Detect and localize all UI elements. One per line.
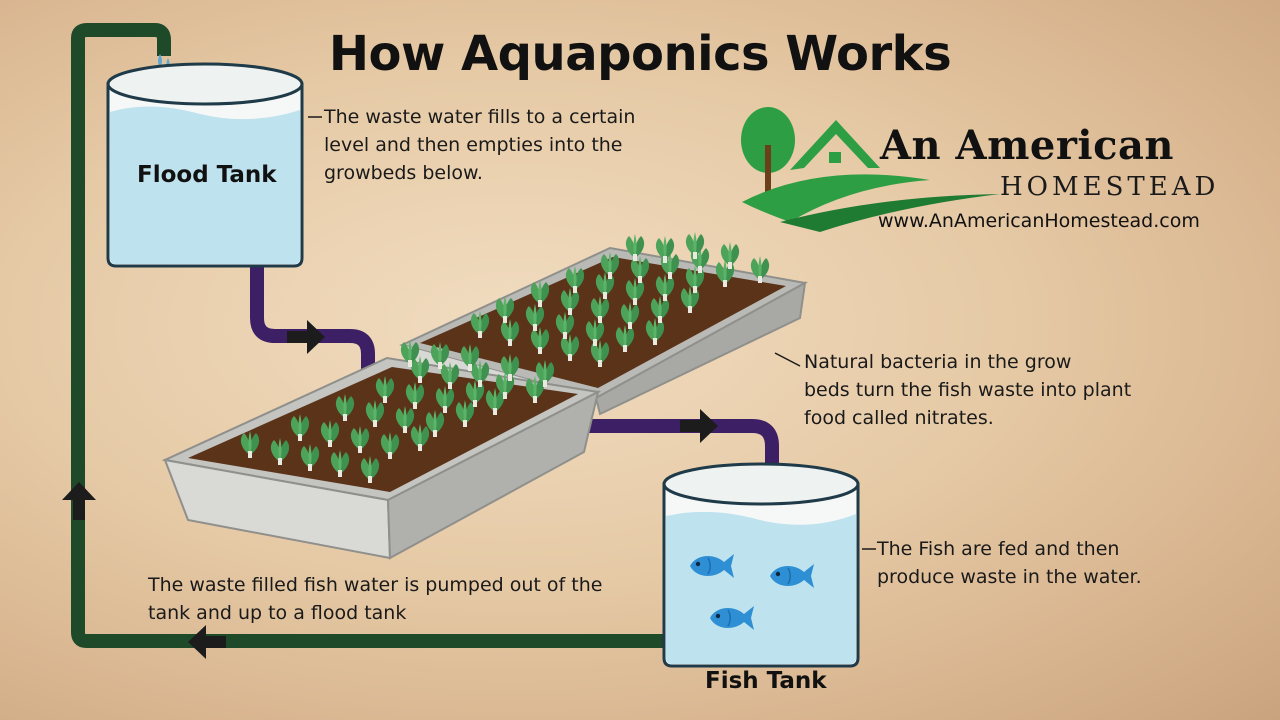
flood-tank-note: The waste water fills to a certain level… <box>324 103 635 187</box>
note-line: food called nitrates. <box>804 407 994 429</box>
leader-line <box>774 352 801 367</box>
note-line: growbeds below. <box>324 162 483 184</box>
flood-tank <box>106 62 304 268</box>
pump-note: The waste filled fish water is pumped ou… <box>148 571 602 627</box>
arrow-right-icon <box>680 409 718 443</box>
arrow-up-icon <box>62 482 96 520</box>
brand-subtitle: HOMESTEAD <box>1000 172 1220 202</box>
page-title: How Aquaponics Works <box>328 26 952 82</box>
arrow-left-icon <box>188 625 226 659</box>
note-line: Natural bacteria in the grow <box>804 351 1072 373</box>
note-line: level and then empties into the <box>324 134 623 156</box>
note-line: The waste water fills to a certain <box>324 106 636 128</box>
fish-tank-note: The Fish are fed and then produce waste … <box>877 535 1142 591</box>
note-line: The waste filled fish water is pumped ou… <box>148 574 603 596</box>
note-line: tank and up to a flood tank <box>148 602 407 624</box>
return-pipe <box>71 23 664 648</box>
brand-name: An American <box>880 122 1174 169</box>
arrow-right-icon <box>287 320 325 354</box>
note-line: produce waste in the water. <box>877 566 1142 588</box>
flood-tank-label: Flood Tank <box>137 162 277 188</box>
drain-pipe-upper <box>250 266 375 378</box>
note-line: The Fish are fed and then <box>877 538 1120 560</box>
growbed-note: Natural bacteria in the grow beds turn t… <box>804 348 1131 432</box>
fish-tank-label: Fish Tank <box>705 668 827 694</box>
drain-pipe-lower <box>580 419 779 478</box>
brand-url: www.AnAmericanHomestead.com <box>878 210 1200 232</box>
note-line: beds turn the fish waste into plant <box>804 379 1132 401</box>
homestead-logo-icon <box>741 107 1000 232</box>
